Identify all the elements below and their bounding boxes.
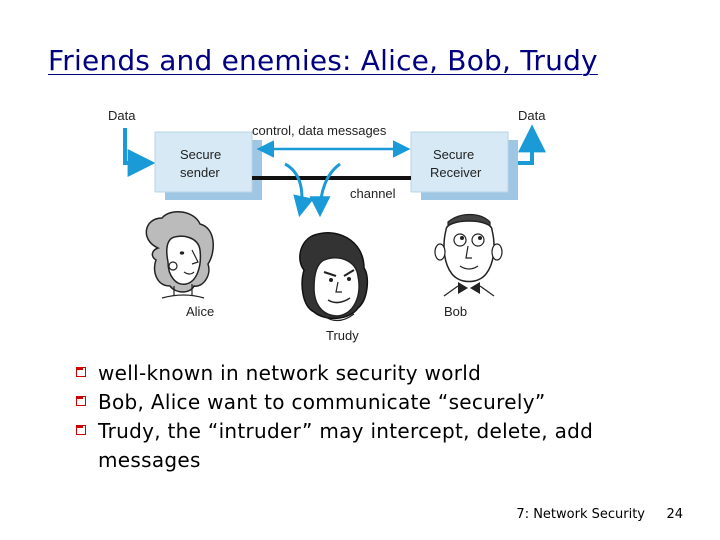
bullet-list: well-known in network security world Bob… bbox=[72, 359, 672, 475]
bob-label: Bob bbox=[444, 304, 467, 319]
page-number: 24 bbox=[666, 507, 683, 522]
messages-label: control, data messages bbox=[252, 123, 387, 138]
receiver-label-line1: Secure bbox=[433, 147, 474, 162]
slide-title: Friends and enemies: Alice, Bob, Trudy bbox=[48, 44, 598, 77]
trudy-label: Trudy bbox=[326, 328, 359, 343]
intercept-arrow-right bbox=[309, 162, 341, 218]
sender-label-line1: Secure bbox=[180, 147, 221, 162]
bullet-item: Trudy, the “intruder” may intercept, del… bbox=[72, 417, 672, 475]
bullet-item: well-known in network security world bbox=[72, 359, 672, 388]
bob-illustration bbox=[434, 213, 503, 297]
intercept-arrow-left bbox=[284, 162, 314, 218]
trudy-illustration bbox=[299, 232, 369, 322]
data-out-label: Data bbox=[518, 108, 546, 123]
sender-label-line2: sender bbox=[180, 165, 220, 180]
alice-illustration bbox=[145, 211, 214, 299]
receiver-label-line2: Receiver bbox=[430, 165, 482, 180]
diagram-svg: Data Data Secure sender Secure Receiver … bbox=[108, 108, 546, 343]
security-diagram: Data Data Secure sender Secure Receiver … bbox=[100, 100, 560, 348]
data-out-arrow bbox=[512, 124, 546, 165]
channel-label: channel bbox=[350, 186, 396, 201]
bullet-item: Bob, Alice want to communicate “securely… bbox=[72, 388, 672, 417]
data-in-label: Data bbox=[108, 108, 136, 123]
secure-sender-box: Secure sender bbox=[154, 131, 262, 200]
data-in-arrow bbox=[123, 128, 156, 177]
footer-chapter: 7: Network Security bbox=[516, 507, 645, 522]
secure-receiver-box: Secure Receiver bbox=[410, 131, 518, 200]
alice-label: Alice bbox=[186, 304, 214, 319]
